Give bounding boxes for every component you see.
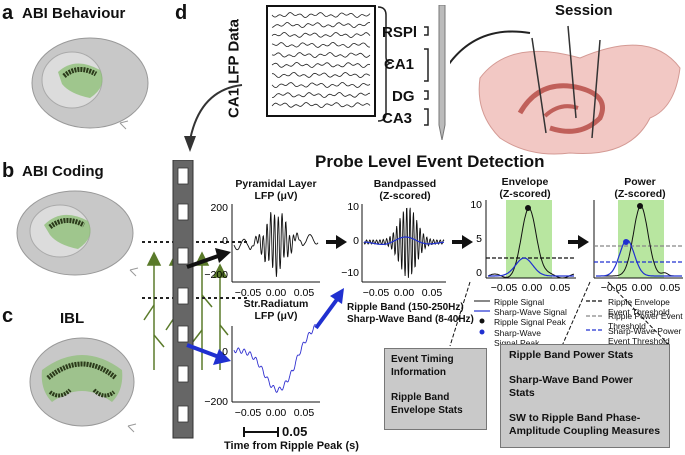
pow-xtick-3: 0.05 [660, 282, 681, 294]
hippocampus-slice-icon [450, 25, 681, 155]
brain-render-ibl [29, 337, 137, 433]
env-xtick-2: 0.00 [522, 282, 543, 294]
brain-render-abi-behaviour [31, 37, 149, 130]
scale-bar-label: 0.05 [282, 424, 308, 439]
bp-xtick-2: 0.00 [394, 287, 415, 299]
power-legend [586, 300, 604, 331]
rad-xtick-1: −0.05 [235, 407, 262, 419]
pyr-xtick-3: 0.05 [294, 287, 315, 299]
power-plot-title: Power (Z-scored) [614, 176, 666, 200]
panel-b-title: ABI Coding [22, 163, 104, 180]
brain-render-abi-coding [16, 190, 139, 277]
panel-a-letter: a [2, 2, 14, 24]
env-ytick-5: 5 [476, 233, 482, 245]
region-brackets [377, 6, 429, 126]
legend-ripple-signal: Ripple Signal [494, 297, 545, 307]
detection-title: Probe Level Event Detection [315, 152, 545, 171]
pyr-ytick-200: 200 [210, 202, 228, 214]
ripple-band-label: Ripple Band (150-250Hz) [347, 302, 464, 313]
panel-b-letter: b [2, 160, 15, 182]
timing-stats-box: Event Timing Information Ripple Band Env… [384, 348, 487, 430]
pyramidal-plot-title: Pyramidal Layer LFP (μV) [235, 178, 317, 202]
probe-shank-icon [438, 5, 446, 140]
arrow-radiatum-to-bandpassed [314, 288, 344, 330]
bp-xtick-1: −0.05 [363, 287, 390, 299]
env-xtick-3: 0.05 [550, 282, 571, 294]
envelope-legend [474, 300, 490, 335]
bandpassed-plot-title: Bandpassed (Z-scored) [373, 178, 437, 202]
probe-to-plot-arrows [186, 248, 231, 365]
x-axis-label: Time from Ripple Peak (s) [224, 440, 359, 452]
rad-xtick-2: 0.00 [266, 407, 287, 419]
box-connectors [449, 281, 671, 347]
envelope-plot: 10 5 0 −0.05 0.00 0.05 [470, 199, 576, 294]
pyramidal-lfp-plot: 200 0 −200 −0.05 0.00 0.05 [204, 202, 320, 299]
bp-ytick-minus10: −10 [341, 267, 359, 279]
pow-xtick-2: 0.00 [632, 282, 653, 294]
power-plot: −0.05 0.00 0.05 [593, 200, 683, 294]
arrow-to-power [568, 235, 589, 249]
lfp-traces-box [266, 5, 376, 117]
region-label-dg: DG [392, 88, 415, 105]
panel-c-title: IBL [60, 310, 85, 327]
session-label: Session [555, 2, 613, 19]
arrow-to-bandpassed [326, 235, 347, 249]
bp-ytick-10: 10 [347, 201, 359, 213]
pyr-ytick-0: 0 [222, 235, 228, 247]
panel-d-letter: d [175, 2, 188, 24]
region-label-ca3: CA3 [382, 110, 413, 127]
pyr-ytick-minus200: −200 [204, 269, 228, 281]
bandpassed-plot: 10 0 −10 −0.05 0.00 0.05 [341, 201, 446, 299]
legend-ripple-peak: Ripple Signal Peak [494, 317, 566, 327]
arrow-to-envelope [452, 235, 473, 249]
panel-c-letter: c [2, 305, 14, 327]
radiatum-plot-title: Str.Radiatum LFP (μV) [243, 298, 309, 322]
pyr-xtick-1: −0.05 [235, 287, 262, 299]
env-xtick-1: −0.05 [491, 282, 518, 294]
region-label-ca1: CA1 [384, 56, 415, 73]
rad-ytick-0: 0 [222, 346, 228, 358]
probe-contacts [172, 160, 194, 439]
sharpwave-band-label: Sharp-Wave Band (8-40Hz) [347, 314, 474, 325]
legend-sw-power-thresh: Sharp-Wave Power Event Threshold [608, 326, 682, 346]
scale-bar [243, 427, 279, 437]
legend-sw-peak: Sharp-Wave Signal Peak [494, 328, 541, 348]
bp-ytick-0: 0 [353, 235, 359, 247]
env-ytick-10: 10 [470, 199, 482, 211]
legend-sw-signal: Sharp-Wave Signal [494, 307, 567, 317]
curved-arrow-icon [184, 84, 243, 152]
region-label-rspl: RSPl [382, 24, 418, 41]
rad-xtick-3: 0.05 [294, 407, 315, 419]
rad-ytick-minus200: −200 [204, 396, 228, 408]
pyr-xtick-2: 0.00 [266, 287, 287, 299]
bp-xtick-3: 0.05 [422, 287, 443, 299]
radiatum-lfp-plot: 0 −200 −0.05 0.00 0.05 [204, 324, 320, 419]
legend-ripple-power-thresh: Ripple Power Event Threshold [608, 311, 683, 331]
power-stats-box: Ripple Band Power Stats Sharp-Wave Band … [500, 344, 670, 448]
legend-ripple-env-thresh: Ripple Envelope Event Threshold [608, 297, 670, 317]
env-ytick-0: 0 [476, 267, 482, 279]
panel-a-title: ABI Behaviour [22, 5, 126, 22]
envelope-plot-title: Envelope (Z-scored) [499, 176, 551, 200]
